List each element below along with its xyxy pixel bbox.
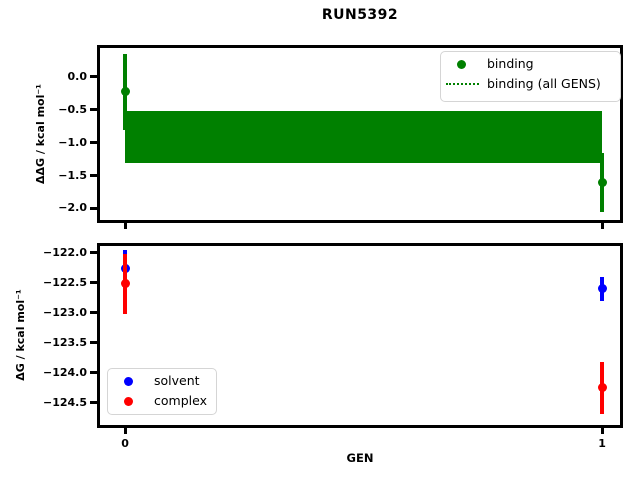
y-tickmark bbox=[90, 371, 97, 375]
point-binding bbox=[597, 178, 607, 188]
y-ticklabel: 0.0 bbox=[67, 69, 88, 83]
point-binding bbox=[120, 87, 130, 97]
x-tickmark bbox=[123, 223, 127, 229]
y-ticklabel: −1.5 bbox=[58, 168, 87, 182]
legend-item-label: binding bbox=[487, 55, 534, 71]
x-axis-label: GEN bbox=[346, 451, 374, 465]
point-solvent bbox=[597, 284, 607, 294]
y-tickmark bbox=[90, 251, 97, 255]
legend-top: binding binding (all GENS) bbox=[440, 51, 621, 102]
y-ticklabel: −0.5 bbox=[58, 102, 87, 116]
y-tickmark bbox=[90, 341, 97, 345]
point-complex bbox=[597, 383, 607, 393]
legend-bottom: solvent complex bbox=[107, 368, 217, 415]
y-tickmark bbox=[90, 75, 97, 79]
binding-dot-icon bbox=[457, 59, 466, 69]
legend-item-label: complex bbox=[154, 392, 207, 408]
y-ticklabel: −123.0 bbox=[42, 305, 87, 319]
x-ticklabel: 0 bbox=[121, 437, 129, 450]
chart-title: RUN5392 bbox=[321, 7, 399, 23]
y-tickmark bbox=[90, 401, 97, 405]
y-tickmark bbox=[90, 108, 97, 112]
x-tickmark bbox=[600, 428, 604, 434]
y-ticklabel: −124.5 bbox=[42, 395, 87, 409]
x-ticklabel: 1 bbox=[598, 437, 606, 450]
complex-dot-icon bbox=[124, 396, 133, 406]
x-tickmark bbox=[123, 428, 127, 434]
solvent-dot-icon bbox=[124, 376, 133, 386]
axes-frame-top bbox=[97, 45, 623, 223]
point-complex bbox=[120, 279, 130, 289]
y-ticklabel: −2.0 bbox=[58, 201, 87, 215]
legend-item-label: binding (all GENS) bbox=[487, 75, 601, 91]
series-band-binding-all-gens- bbox=[125, 110, 602, 163]
y-ticklabel: −122.0 bbox=[42, 245, 87, 259]
y-tickmark bbox=[90, 311, 97, 315]
legend-item-label: solvent bbox=[154, 372, 200, 388]
y-tickmark bbox=[90, 281, 97, 285]
y-ticklabel: −1.0 bbox=[58, 135, 87, 149]
dotted-line-icon bbox=[446, 82, 479, 85]
y-ticklabel: −123.5 bbox=[42, 335, 87, 349]
x-tickmark bbox=[600, 223, 604, 229]
y-tickmark bbox=[90, 206, 97, 210]
y-tickmark bbox=[90, 174, 97, 178]
axes-frame-bottom bbox=[97, 243, 623, 428]
y-ticklabel: −124.0 bbox=[42, 365, 87, 379]
y-ticklabel: −122.5 bbox=[42, 275, 87, 289]
y-tickmark bbox=[90, 141, 97, 145]
